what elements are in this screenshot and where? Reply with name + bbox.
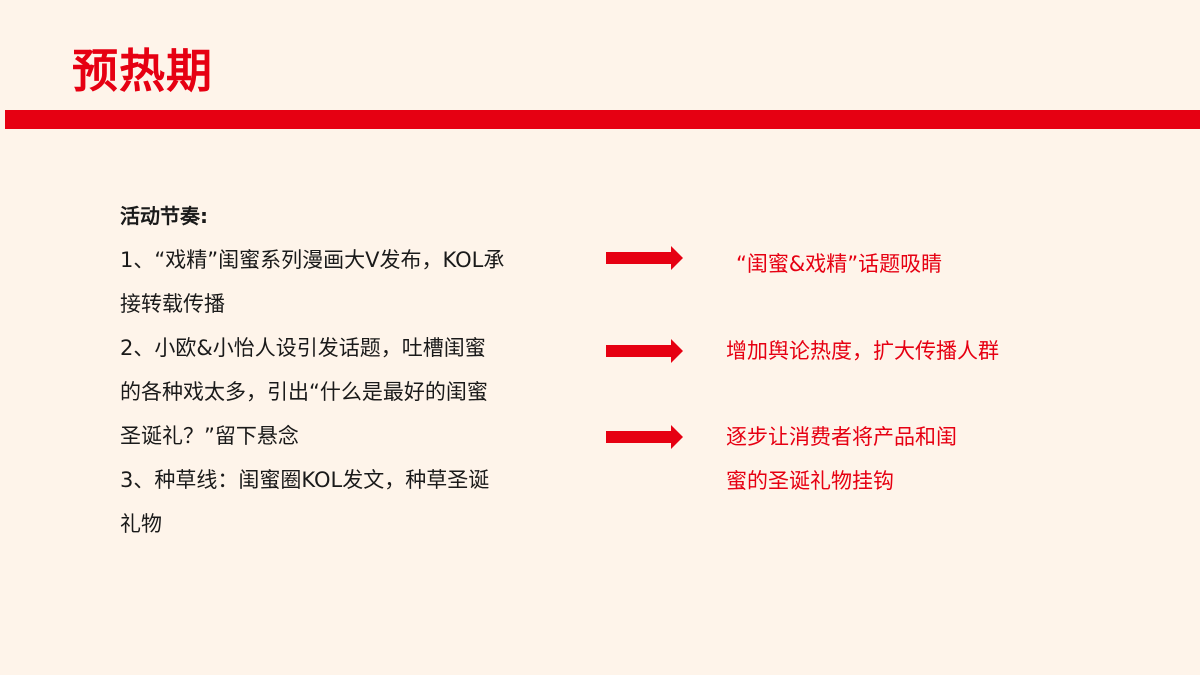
- result-3-line-2: 蜜的圣诞礼物挂钩: [726, 469, 894, 493]
- result-1: “闺蜜&戏精”话题吸睛: [736, 242, 942, 286]
- right-arrow-icon: [606, 339, 683, 363]
- right-arrow-icon: [606, 246, 683, 270]
- result-3: 逐步让消费者将产品和闺 蜜的圣诞礼物挂钩: [726, 415, 957, 503]
- activity-item-1: 1、“戏精”闺蜜系列漫画大V发布，KOL承 接转载传播: [120, 238, 590, 326]
- activity-item-1-line-1: 1、“戏精”闺蜜系列漫画大V发布，KOL承: [120, 248, 505, 272]
- activity-item-3-line-1: 3、种草线：闺蜜圈KOL发文，种草圣诞: [120, 468, 490, 492]
- result-2-line-1: 增加舆论热度，扩大传播人群: [726, 339, 999, 363]
- result-2: 增加舆论热度，扩大传播人群: [726, 329, 999, 373]
- right-arrow-icon: [606, 425, 683, 449]
- activity-item-2: 2、小欧&小怡人设引发话题，吐槽闺蜜 的各种戏太多，引出“什么是最好的闺蜜 圣诞…: [120, 326, 590, 458]
- activity-item-2-line-3: 圣诞礼？”留下悬念: [120, 424, 299, 448]
- activity-item-3: 3、种草线：闺蜜圈KOL发文，种草圣诞 礼物: [120, 458, 590, 546]
- slide-title: 预热期: [72, 44, 213, 98]
- activity-rhythm-section: 活动节奏: 1、“戏精”闺蜜系列漫画大V发布，KOL承 接转载传播 2、小欧&小…: [120, 194, 590, 546]
- result-1-line-1: “闺蜜&戏精”话题吸睛: [736, 252, 943, 276]
- activity-item-2-line-1: 2、小欧&小怡人设引发话题，吐槽闺蜜: [120, 336, 486, 360]
- activity-item-3-line-2: 礼物: [120, 512, 162, 536]
- activity-heading: 活动节奏:: [120, 204, 208, 228]
- activity-item-1-line-2: 接转载传播: [120, 292, 225, 316]
- title-divider-bar: [5, 110, 1200, 129]
- result-3-line-1: 逐步让消费者将产品和闺: [726, 425, 957, 449]
- activity-item-2-line-2: 的各种戏太多，引出“什么是最好的闺蜜: [120, 380, 488, 404]
